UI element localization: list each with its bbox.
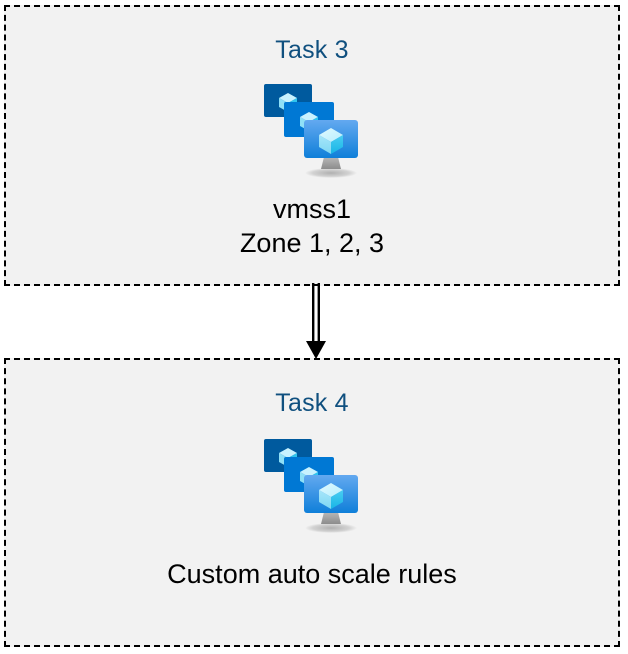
task3-caption-line-1: vmss1 (272, 194, 351, 224)
task-box-task3[interactable]: Task 3 (4, 5, 620, 286)
task4-title: Task 4 (275, 389, 349, 417)
task3-title: Task 3 (275, 36, 349, 64)
connector-arrow-task3-to-task4 (306, 283, 326, 359)
vm-scale-set-icon (264, 84, 358, 178)
task4-caption: Custom auto scale rules (167, 557, 457, 591)
vm-scale-set-icon (264, 439, 358, 533)
task3-caption: vmss1 Zone 1, 2, 3 (240, 192, 384, 260)
task3-icon-wrap (256, 78, 368, 178)
task3-caption-line-2: Zone 1, 2, 3 (239, 228, 385, 258)
task4-icon-wrap (256, 433, 368, 533)
task-box-task4[interactable]: Task 4 (4, 358, 620, 647)
task4-caption-line-1: Custom auto scale rules (167, 559, 457, 589)
